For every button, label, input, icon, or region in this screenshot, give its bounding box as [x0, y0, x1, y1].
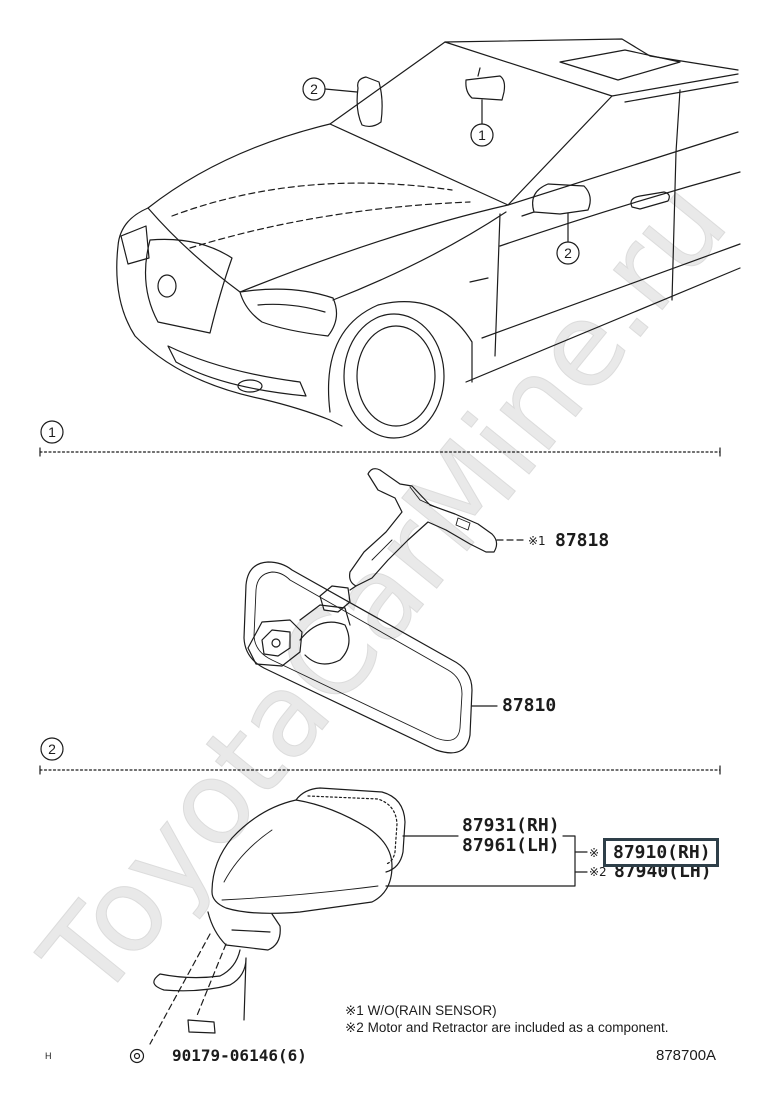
assembly-dashed-line [149, 933, 227, 1045]
part-ref-mark: ※1 [528, 534, 546, 548]
part-number-87961[interactable]: 87961(LH) [462, 835, 560, 856]
part-number-87910-highlight[interactable]: 87910(RH) [603, 838, 719, 867]
headlight-near [239, 288, 338, 337]
far-door-mirror [356, 76, 383, 128]
part-number-87931[interactable]: 87931(RH) [462, 815, 560, 836]
harness-connector [187, 1019, 216, 1034]
divider-ticks [39, 447, 721, 457]
diagram-code: 878700A [656, 1047, 717, 1064]
side-mirror-leaders [385, 835, 588, 887]
grille [144, 238, 233, 334]
callout-number: 1 [478, 127, 486, 143]
headlight-far [120, 225, 150, 265]
overview-callouts [302, 77, 580, 265]
section-2-divider [39, 737, 721, 775]
mirror-base [207, 911, 281, 951]
hood-reflection [171, 182, 471, 249]
bolt-symbol-icon [129, 1048, 145, 1064]
mirror-glass [307, 795, 398, 865]
front-fender [332, 211, 507, 301]
side-window [507, 81, 739, 206]
part-number-90179-06146[interactable]: 90179-06146(6) [172, 1046, 307, 1065]
emblem [157, 274, 177, 298]
callout-number: 2 [310, 81, 318, 97]
assembly-bracket-line [385, 835, 576, 887]
part-ref-mark: ※ [589, 846, 600, 860]
sensor-housing [247, 619, 303, 667]
roof [444, 38, 739, 97]
section-marker: 2 [48, 741, 56, 757]
door-handle [630, 191, 670, 210]
sunroof [559, 49, 681, 81]
assembly-branch-lines [574, 851, 588, 873]
section-1-divider [39, 420, 721, 457]
part-number-87810[interactable]: 87810 [502, 695, 557, 716]
footnote-1: ※1 W/O(RAIN SENSOR) [345, 1003, 497, 1018]
mirror-glass-frame [295, 787, 406, 873]
front-bumper [116, 207, 343, 427]
mirror-body [243, 561, 473, 754]
wheel-arch [327, 301, 473, 413]
section-marker: 1 [48, 424, 56, 440]
part-number-87818[interactable]: 87818 [555, 530, 610, 551]
inner-rearview-mirror [465, 67, 506, 101]
sensor-lens [271, 638, 281, 648]
car-overview-illustration [116, 38, 741, 439]
callout-leader [324, 88, 358, 93]
part-number-87910[interactable]: 87910(RH) [613, 842, 711, 863]
near-door-mirror [521, 183, 591, 217]
bracket-detail [371, 486, 471, 561]
lower-intake [167, 345, 307, 397]
outer-side-mirror-illustration [149, 787, 406, 1045]
hood [147, 123, 509, 293]
front-wheel [343, 313, 445, 439]
watermark: ToyotaCarMine.ru [16, 157, 753, 1023]
callout-number: 2 [564, 245, 572, 261]
inner-rearview-mirror-illustration [243, 468, 527, 754]
mirror-housing [211, 799, 393, 914]
housing-crease [221, 829, 379, 901]
section-marker-circle [40, 420, 64, 444]
mirror-mount-bracket [349, 468, 498, 587]
body-side [465, 151, 741, 383]
divider-ticks [39, 765, 721, 775]
mirror-cable [299, 604, 351, 665]
corner-mark: H [45, 1051, 52, 1061]
fog-light [237, 379, 263, 393]
front-wheel-rim [356, 325, 436, 427]
side-marker [469, 277, 489, 283]
mirror-bezel [253, 571, 463, 741]
part-ref-mark: ※2 [589, 865, 607, 879]
wire-harness [153, 949, 247, 1021]
footnote-2: ※2 Motor and Retractor are included as a… [345, 1020, 669, 1035]
section-marker-circle [40, 737, 64, 761]
